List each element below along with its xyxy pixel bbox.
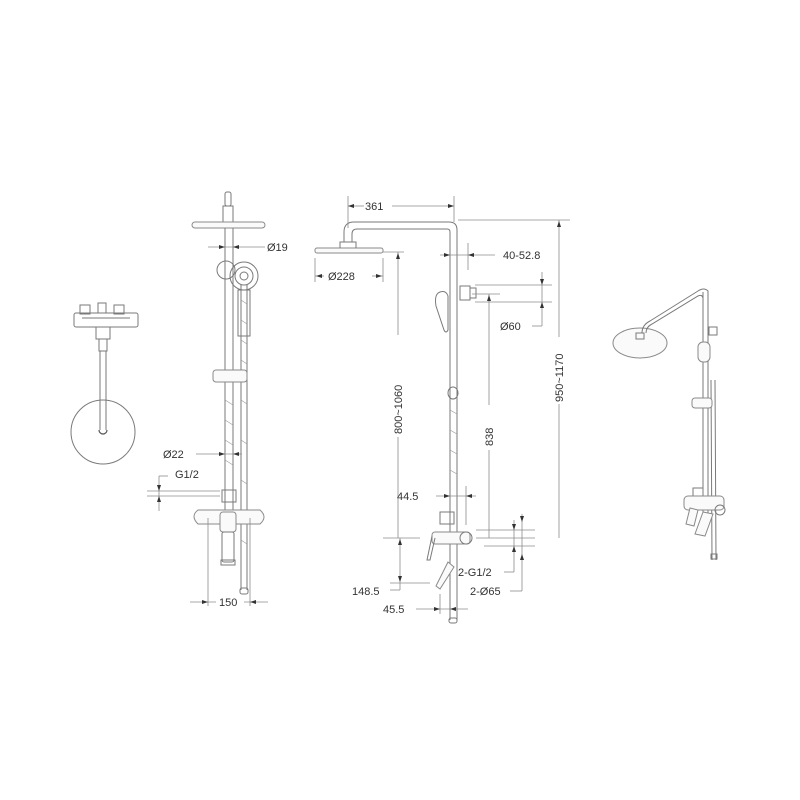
dim-label-riser-dia: Ø22 <box>163 449 184 461</box>
dim-label-total-height-range: 950~1170 <box>554 354 566 402</box>
dim-label-arm-length: 361 <box>365 201 383 213</box>
dim-label-adjust-range: 40-52.8 <box>503 250 540 262</box>
front-view: 361 Ø228 800~1060 40-52.8 950~1170 <box>314 196 570 624</box>
dim-label-inlet-threads: 2-G1/2 <box>458 567 492 579</box>
dim-label-flange-dia: Ø60 <box>500 321 521 333</box>
dim-label-inlet-thread: G1/2 <box>175 469 199 481</box>
dim-label-cover-dia: 2-Ø65 <box>470 586 501 598</box>
dim-label-spout-drop: 148.5 <box>352 586 380 598</box>
dim-label-offset-top: 44.5 <box>397 491 418 503</box>
dim-label-head-pipe-dia: Ø19 <box>267 242 288 254</box>
dim-label-holder-height: 838 <box>484 428 496 446</box>
dim-label-head-dia: Ø228 <box>328 271 355 283</box>
dim-label-mixer-width: 150 <box>219 597 237 609</box>
side-view: Ø19 Ø22 G1/2 150 <box>147 191 288 609</box>
perspective-view <box>612 288 726 561</box>
dim-label-head-height-range: 800~1060 <box>393 385 405 434</box>
top-view <box>70 302 139 465</box>
dim-label-spout-offset: 45.5 <box>383 604 404 616</box>
